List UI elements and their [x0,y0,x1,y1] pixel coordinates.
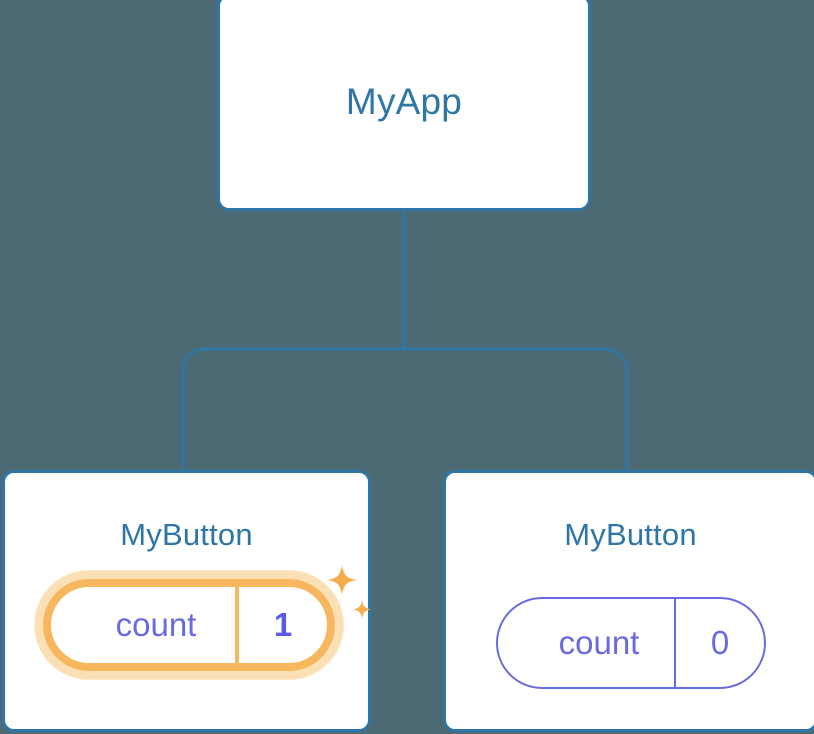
component-title-mybutton-left: MyButton [120,517,253,552]
component-card-root[interactable]: MyApp [217,0,591,211]
state-pill-divider-right [674,599,676,687]
state-pill-plain[interactable]: count 0 [496,597,766,689]
connector-branch-left [181,347,405,470]
sparkle-small-icon [352,600,372,619]
state-value-left: 1 [273,606,293,643]
state-pill-wrapper-left: count 1 [43,579,335,671]
state-key-label-right: count [558,624,640,661]
state-pill-divider-left [235,587,239,663]
state-value-right: 0 [710,624,730,661]
state-pill-highlighted[interactable]: count 1 [43,579,335,671]
component-card-mybutton-left[interactable]: MyButton count 1 [2,470,372,732]
component-card-mybutton-right[interactable]: MyButton count 0 [443,470,814,732]
component-title-myapp: MyApp [345,81,463,122]
component-title-mybutton-right: MyButton [564,517,697,552]
connector-branch-right [404,347,629,470]
state-key-label-left: count [115,606,197,643]
state-pill-wrapper-right: count 0 [496,597,766,689]
